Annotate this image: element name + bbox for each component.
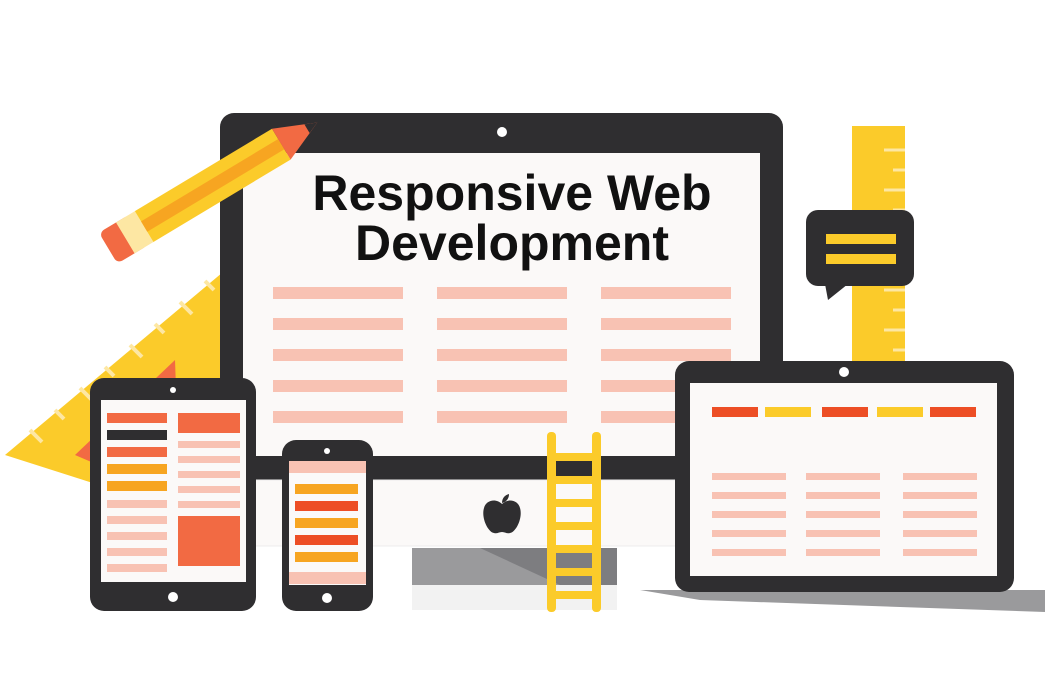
laptop-content-bar xyxy=(806,511,880,518)
laptop-content-bar xyxy=(903,549,977,556)
laptop-content-bar xyxy=(903,492,977,499)
desktop-content-bar xyxy=(601,287,731,299)
pencil-icon xyxy=(101,122,318,262)
laptop-webcam-dot xyxy=(839,367,849,377)
speech-bubble-icon xyxy=(806,210,914,300)
laptop-content-bar xyxy=(903,473,977,480)
tablet-home-button xyxy=(168,592,178,602)
ladder-icon xyxy=(547,432,601,612)
desktop-content-bar xyxy=(437,287,567,299)
desktop-content-bar xyxy=(437,411,567,423)
laptop-content-bar xyxy=(806,530,880,537)
laptop-content-bar xyxy=(903,530,977,537)
desktop-content-bar xyxy=(437,349,567,361)
page-title-line2: Development xyxy=(355,215,669,271)
laptop-content-rows xyxy=(712,473,977,556)
smartphone-home-button xyxy=(322,593,332,603)
desktop-content-bar xyxy=(273,318,403,330)
laptop-content-bar xyxy=(712,473,786,480)
desktop-content-bar xyxy=(437,318,567,330)
desktop-content-bar xyxy=(273,287,403,299)
desktop-content-bar xyxy=(273,411,403,423)
laptop-base xyxy=(640,590,1045,612)
apple-logo-icon xyxy=(483,494,521,534)
tablet-device xyxy=(90,378,256,611)
laptop-content-bar xyxy=(806,473,880,480)
desktop-content-bar xyxy=(601,318,731,330)
desktop-content-bar xyxy=(273,380,403,392)
smartphone-content xyxy=(289,461,366,584)
laptop-device xyxy=(640,361,1045,612)
smartphone-device xyxy=(282,440,373,611)
monitor-stand xyxy=(412,548,617,610)
desktop-screen xyxy=(243,153,760,456)
tablet-content xyxy=(107,413,240,572)
laptop-content-bar xyxy=(712,492,786,499)
laptop-content-bar xyxy=(712,530,786,537)
laptop-content-bar xyxy=(806,549,880,556)
laptop-content-bar xyxy=(806,492,880,499)
desktop-content-bar xyxy=(601,349,731,361)
desktop-content-bar xyxy=(273,349,403,361)
laptop-content-bar xyxy=(712,549,786,556)
laptop-content-bar xyxy=(712,511,786,518)
desktop-content-bar xyxy=(437,380,567,392)
webcam-dot xyxy=(497,127,507,137)
page-title-line1: Responsive Web xyxy=(312,165,711,221)
laptop-content-bar xyxy=(903,511,977,518)
laptop-tab-row xyxy=(712,407,976,417)
